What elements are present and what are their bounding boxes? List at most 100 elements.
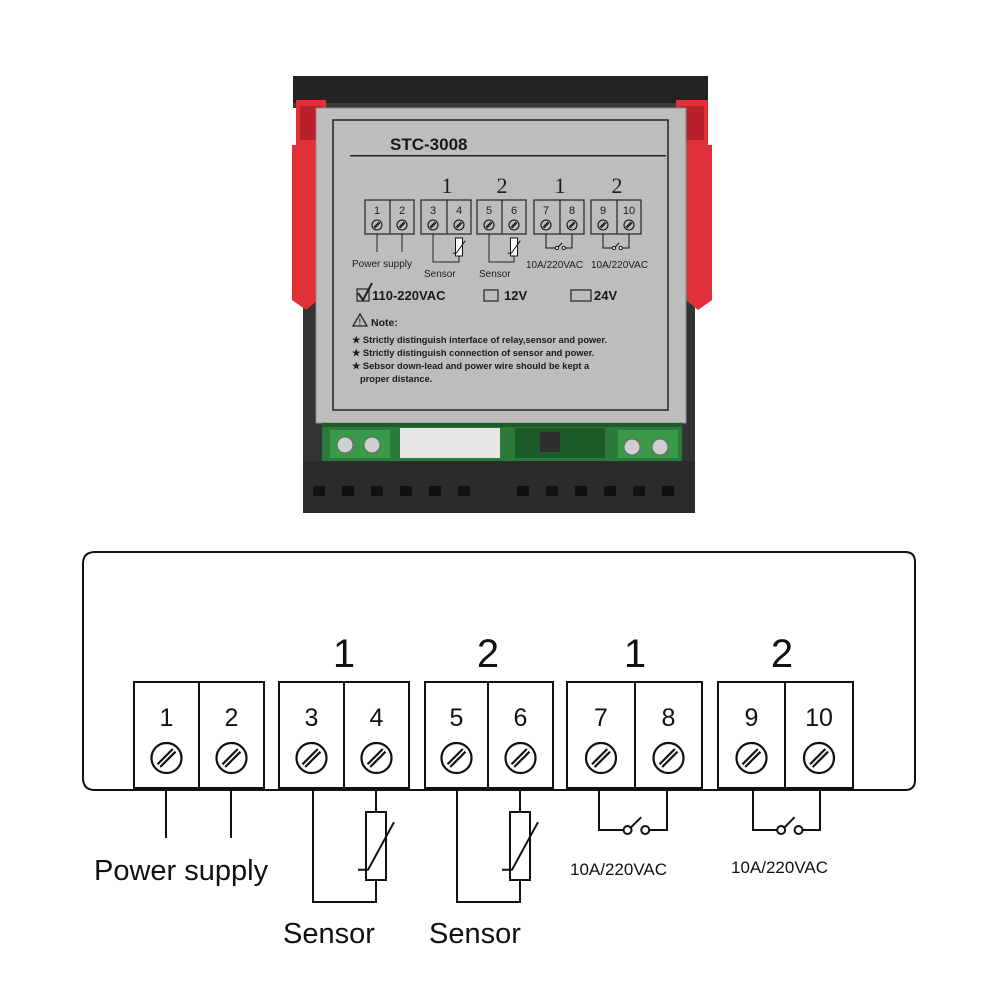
vent-slot [662,486,674,496]
screw-icon [150,741,183,775]
terminal-4: 4 [343,682,393,788]
plate-group-label: 2 [497,173,508,198]
plate-terminal-block [533,199,585,235]
screw-icon [504,741,537,775]
vent-slot [313,486,325,496]
sensor-1-label: Sensor [283,918,375,950]
terminal-5: 5 [440,704,473,775]
voltage-option-12v: 12V [483,288,527,303]
relay-contact-icon [602,234,630,251]
plate-relay-label-1: 10A/220VAC [526,260,583,271]
plate-group-label: 1 [555,173,566,198]
pcb-terminal-left [330,430,390,458]
screw-icon [360,741,393,775]
screw-icon [453,219,465,231]
terminal-number: 4 [370,704,384,732]
plate-terminal-block [590,199,642,235]
group-label: 1 [333,632,355,676]
voltage-option-24v: 24V [570,288,617,303]
screw-icon [652,741,685,775]
terminal-9: 9 [735,704,768,775]
plate-terminal-2: 2 [389,200,408,234]
voltage-option-110-220: 110-220VAC [356,282,446,303]
screw-icon [623,219,635,231]
power-supply-label: Power supply [94,855,269,887]
svg-text:4: 4 [456,205,462,217]
plate-sensor-label-2: Sensor [479,269,511,280]
screw-icon [440,741,473,775]
svg-text:10: 10 [623,205,635,217]
terminal-number: 6 [514,704,528,732]
pcb-terminal-right [618,430,678,458]
label-plate [315,107,687,424]
screw-icon [396,219,408,231]
vent-slot [458,486,470,496]
diagram-outline [82,551,916,791]
plate-power-label: Power supply [352,259,412,270]
plate-terminal-10: 10 [616,200,635,234]
screw-icon [371,219,383,231]
thermistor-icon [507,237,521,257]
svg-text:1: 1 [374,205,380,217]
plate-terminal-6: 6 [501,200,520,234]
plate-relay-label-2: 10A/220VAC [591,260,648,271]
vent-slot [517,486,529,496]
plate-note-2: ★ Strictly distinguish connection of sen… [351,348,594,358]
vent-slot [604,486,616,496]
plate-note-3: ★ Sebsor down-lead and power wire should… [351,361,590,371]
plate-wiring [376,234,630,263]
vent-slot [400,486,412,496]
relay-contact-icon [752,788,821,835]
terminal-number: 5 [450,704,464,732]
screw-icon [508,219,520,231]
terminal-number: 7 [594,704,608,732]
plate-terminal-5: 5 [483,205,495,231]
group-label: 2 [477,632,499,676]
vent-slot [633,486,645,496]
plate-group-label: 1 [442,173,453,198]
plate-terminal-block [420,199,472,235]
plate-note-1: ★ Strictly distinguish interface of rela… [351,335,607,345]
screw-icon [540,219,552,231]
svg-text:2: 2 [399,205,405,217]
screw-icon [483,219,495,231]
thermistor-icon [502,811,539,881]
relay-2-rating-label: 10A/220VAC [731,858,828,877]
svg-text:8: 8 [569,205,575,217]
group-label: 1 [624,632,646,676]
screw-icon [295,741,328,775]
group-label: 2 [771,632,793,676]
plate-note-4: proper distance. [360,374,432,384]
thermistor-icon [452,237,466,257]
terminal-number: 1 [160,704,174,732]
plate-terminal-8: 8 [559,200,578,234]
vent-slot [429,486,441,496]
terminal-6: 6 [487,682,537,788]
svg-text:12V: 12V [504,288,527,303]
diagram-wiring [165,788,821,903]
sensor-2-wire [456,788,521,903]
plate-terminal-3: 3 [427,205,439,231]
plate-terminal-9: 9 [597,205,609,231]
sensor-2-label: Sensor [429,918,521,950]
svg-text:!: ! [359,318,362,327]
screw-icon [566,219,578,231]
plate-terminal-1: 1 [371,205,383,231]
relay-1-rating-label: 10A/220VAC [570,860,667,879]
terminal-10: 10 [784,682,836,788]
screw-icon [597,219,609,231]
terminal-3: 3 [295,704,328,775]
sensor-1-wire [312,788,377,903]
svg-text:5: 5 [486,205,492,217]
svg-text:7: 7 [543,205,549,217]
relay-contact-icon [598,788,668,835]
screw-icon [584,741,618,775]
svg-text:110-220VAC: 110-220VAC [372,288,446,303]
plate-model: STC-3008 [390,135,467,154]
terminal-number: 10 [805,704,833,732]
screw-icon [427,219,439,231]
terminal-number: 2 [225,704,239,732]
vent-slot [546,486,558,496]
